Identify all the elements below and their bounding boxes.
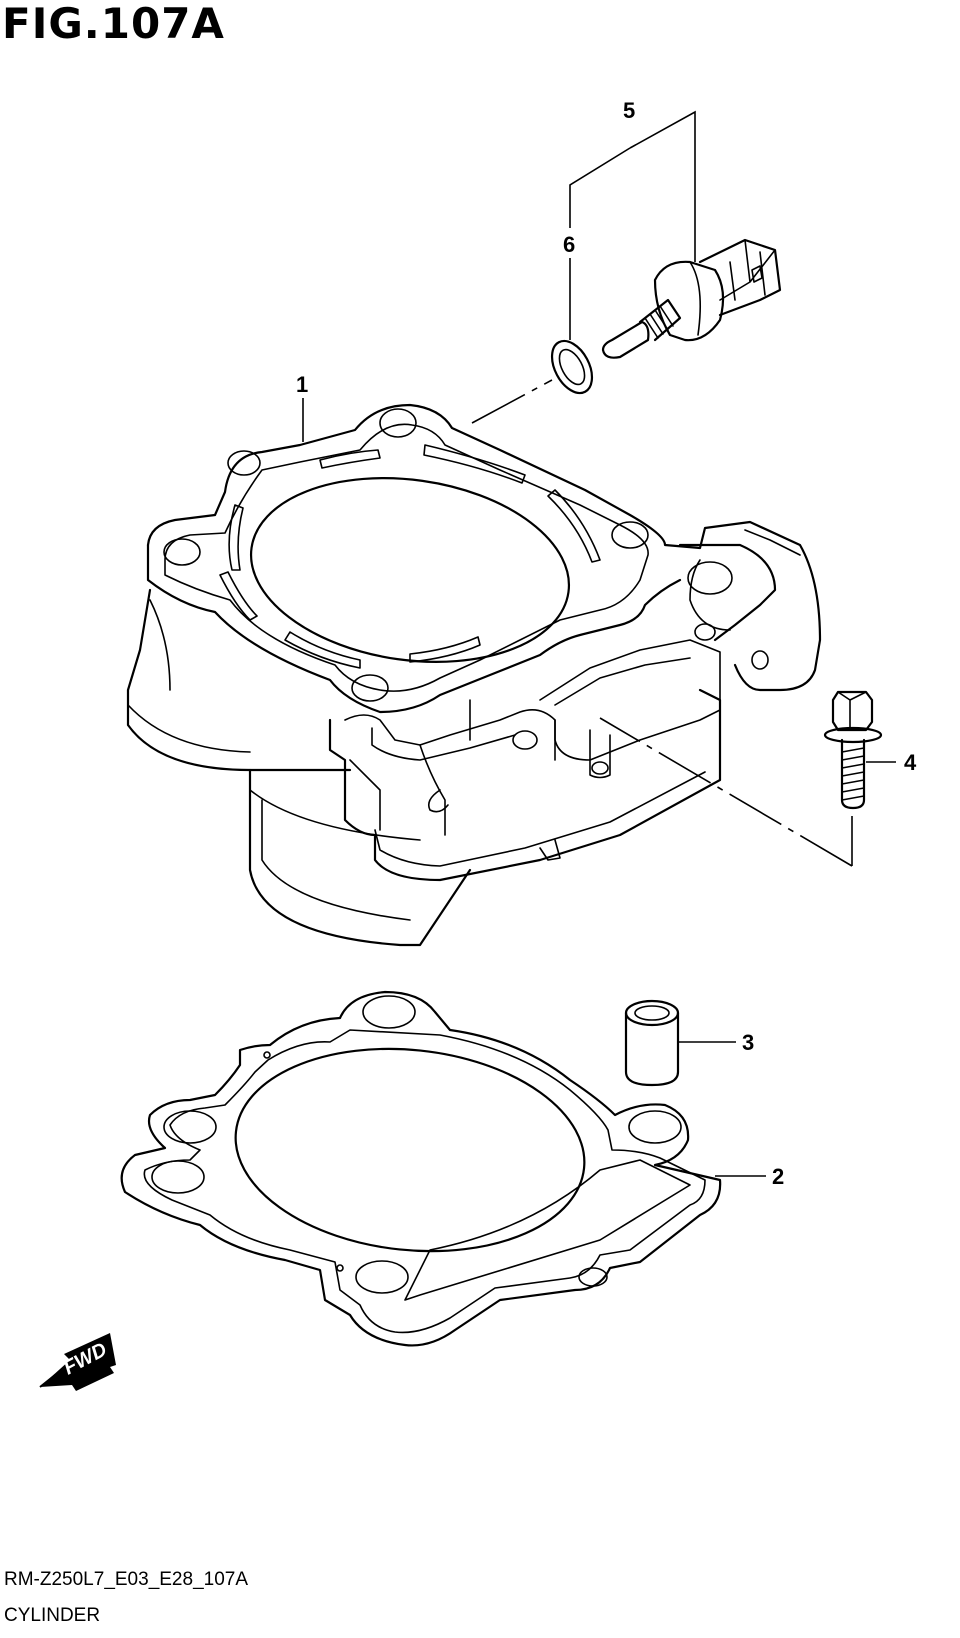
figure-name: CYLINDER (4, 1605, 101, 1626)
part-dowel-pin[interactable] (624, 999, 680, 1087)
fwd-arrow-icon: FWD (39, 1333, 116, 1391)
part-bolt[interactable] (823, 690, 883, 810)
figure-code: RM-Z250L7_E03_E28_107A (4, 1569, 249, 1590)
part-temp-sensor[interactable] (601, 238, 782, 359)
callout-3: 3 (742, 1030, 754, 1055)
leader-lines (302, 110, 896, 1177)
callout-1: 1 (296, 372, 308, 397)
callout-5: 5 (623, 98, 635, 123)
part-cylinder-gasket[interactable] (120, 990, 722, 1347)
figure-title: FIG.107A (2, 0, 225, 48)
part-washer[interactable] (544, 334, 600, 399)
callout-2: 2 (772, 1164, 784, 1189)
callout-4: 4 (904, 750, 917, 775)
callout-labels: 1 2 3 4 5 6 (296, 98, 917, 1189)
callout-6: 6 (563, 232, 575, 257)
part-cylinder[interactable] (126, 403, 822, 947)
